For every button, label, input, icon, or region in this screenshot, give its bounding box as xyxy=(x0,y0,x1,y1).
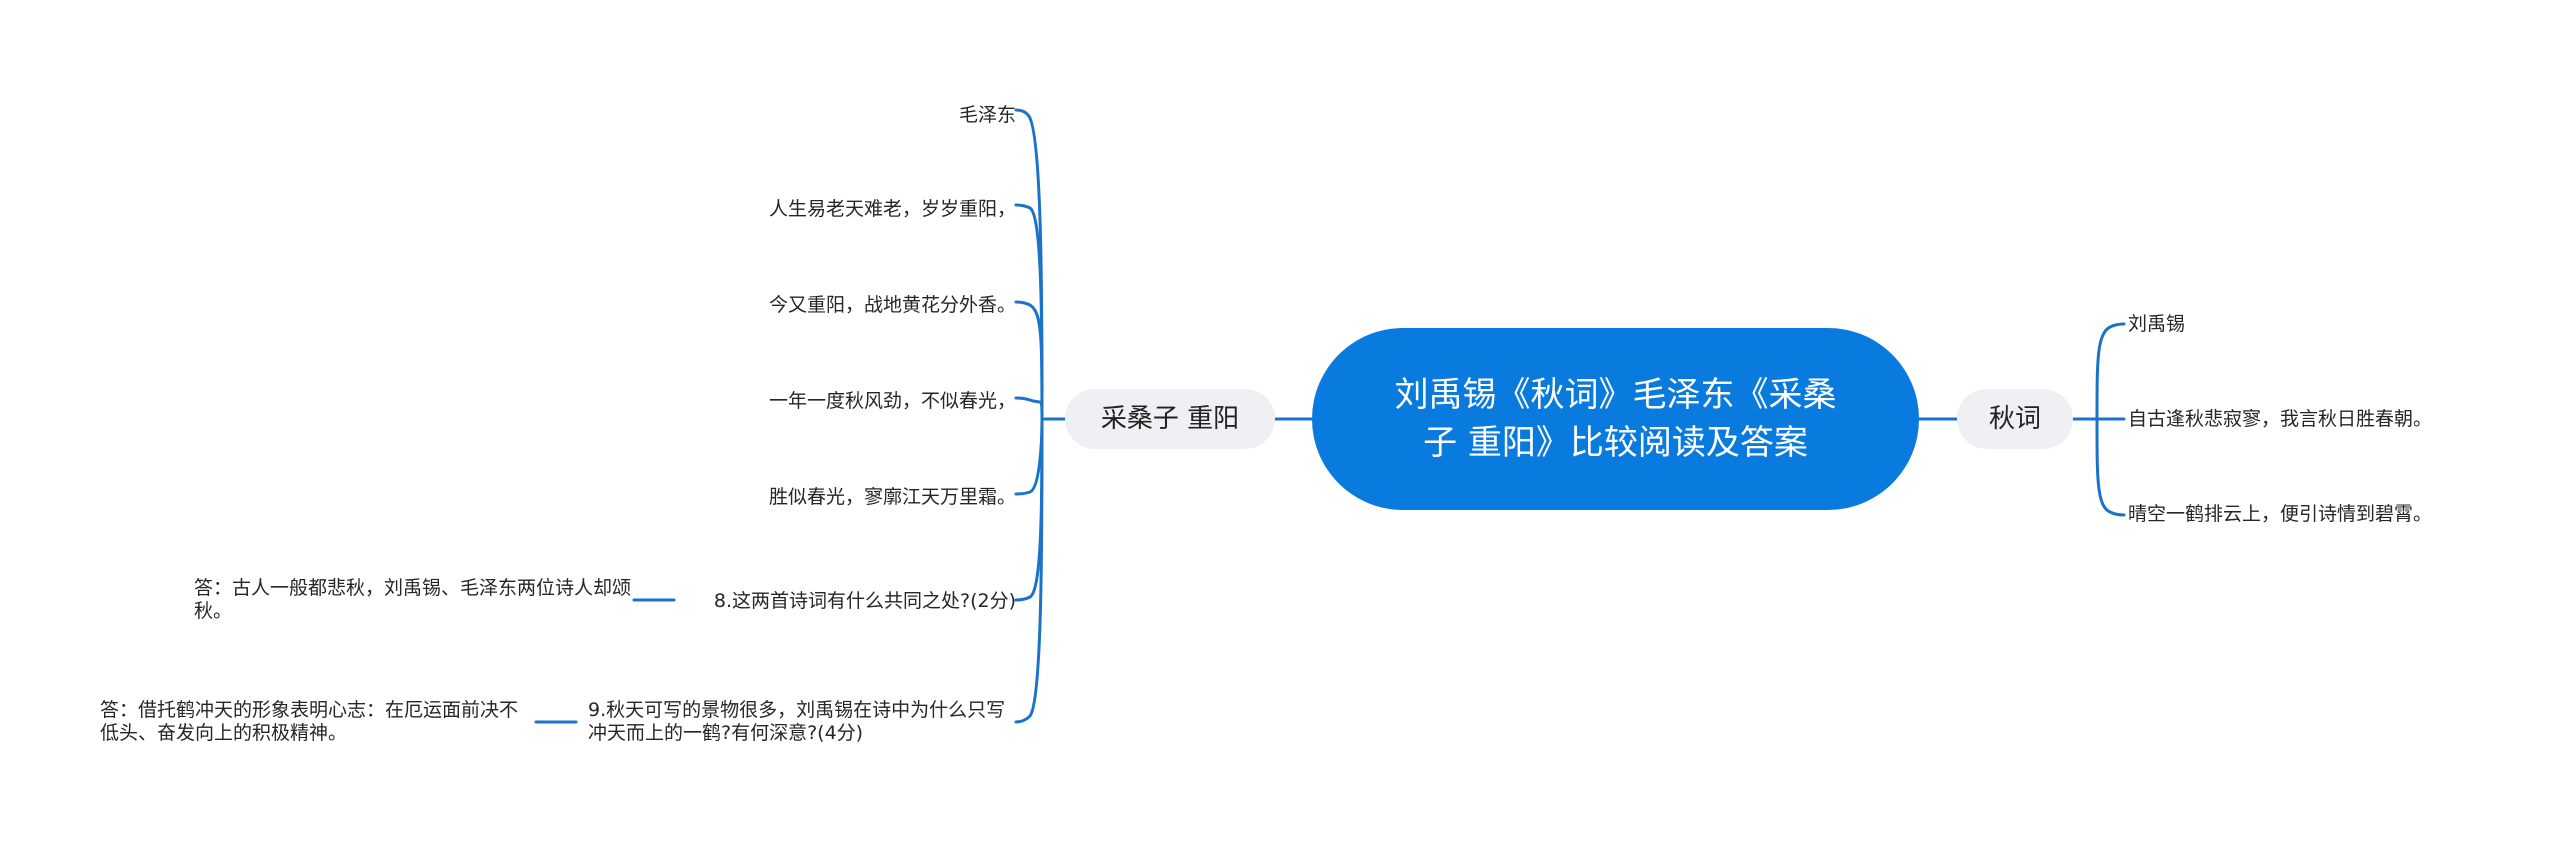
branch-caisangzi[interactable]: 采桑子 重阳 xyxy=(1065,389,1275,449)
leaf-question-8-text: 8.这两首诗词有什么共同之处?(2分) xyxy=(713,590,1016,612)
branch-qiuci-label: 秋词 xyxy=(1988,404,2041,434)
leaf-answer-8-text: 答：古人一般都悲秋，刘禹锡、毛泽东两位诗人却颂秋。 xyxy=(194,577,632,622)
branch-qiuci[interactable]: 秋词 xyxy=(1957,389,2073,449)
leaf-answer-9[interactable]: 答：借托鹤冲天的形象表明心志：在厄运面前决不低头、奋发向上的积极精神。 xyxy=(100,699,536,745)
leaf-qiuci-line-1[interactable]: 自古逢秋悲寂寥，我言秋日胜春朝。 xyxy=(2128,408,2548,431)
root-title: 刘禹锡《秋词》毛泽东《采桑子 重阳》比较阅读及答案 xyxy=(1394,375,1837,463)
leaf-question-8[interactable]: 8.这两首诗词有什么共同之处?(2分) xyxy=(674,590,1016,613)
leaf-qiuci-line-2-text: 晴空一鹤排云上，便引诗情到碧霄。 xyxy=(2128,503,2433,525)
leaf-question-9-text: 9.秋天可写的景物很多，刘禹锡在诗中为什么只写冲天而上的一鹤?有何深意?(4分) xyxy=(588,699,1006,744)
leaf-line-1[interactable]: 人生易老天难老，岁岁重阳， xyxy=(616,198,1016,221)
leaf-line-4-text: 胜似春光，寥廓江天万里霜。 xyxy=(768,486,1016,508)
root-node[interactable]: 刘禹锡《秋词》毛泽东《采桑子 重阳》比较阅读及答案 xyxy=(1312,328,1919,510)
connector-left-child-4 xyxy=(1014,396,1044,421)
connector-right-child-1 xyxy=(2095,322,2126,421)
leaf-question-9[interactable]: 9.秋天可写的景物很多，刘禹锡在诗中为什么只写冲天而上的一鹤?有何深意?(4分) xyxy=(588,699,1016,745)
leaf-author-liuyuxi[interactable]: 刘禹锡 xyxy=(2128,313,2348,336)
leaf-answer-8[interactable]: 答：古人一般都悲秋，刘禹锡、毛泽东两位诗人却颂秋。 xyxy=(194,577,634,623)
leaf-answer-9-text: 答：借托鹤冲天的形象表明心志：在厄运面前决不低头、奋发向上的积极精神。 xyxy=(100,699,519,744)
leaf-author-liuyuxi-text: 刘禹锡 xyxy=(2128,313,2186,335)
leaf-qiuci-line-2[interactable]: 晴空一鹤排云上，便引诗情到碧霄。 xyxy=(2128,503,2548,526)
leaf-author-maozedong-text: 毛泽东 xyxy=(958,104,1016,126)
connector-left-child-6 xyxy=(1014,417,1044,602)
leaf-line-2[interactable]: 今又重阳，战地黄花分外香。 xyxy=(616,294,1016,317)
connector-left-child-5 xyxy=(1014,417,1044,496)
leaf-line-4[interactable]: 胜似春光，寥廓江天万里霜。 xyxy=(616,486,1016,509)
connector-left-child-2 xyxy=(1014,203,1044,421)
connector-left-child-7 xyxy=(1014,417,1044,724)
connector-right-child-3 xyxy=(2095,417,2126,517)
leaf-line-3-text: 一年一度秋风劲，不似春光， xyxy=(768,390,1016,412)
leaf-line-3[interactable]: 一年一度秋风劲，不似春光， xyxy=(616,390,1016,413)
connector-left-child-3 xyxy=(1014,300,1044,421)
leaf-author-maozedong[interactable]: 毛泽东 xyxy=(816,104,1016,127)
branch-caisangzi-label: 采桑子 重阳 xyxy=(1100,404,1240,434)
leaf-line-2-text: 今又重阳，战地黄花分外香。 xyxy=(768,294,1016,316)
connector-left-spine-upper xyxy=(1014,108,1044,421)
leaf-qiuci-line-1-text: 自古逢秋悲寂寥，我言秋日胜春朝。 xyxy=(2128,408,2433,430)
leaf-line-1-text: 人生易老天难老，岁岁重阳， xyxy=(768,198,1016,220)
